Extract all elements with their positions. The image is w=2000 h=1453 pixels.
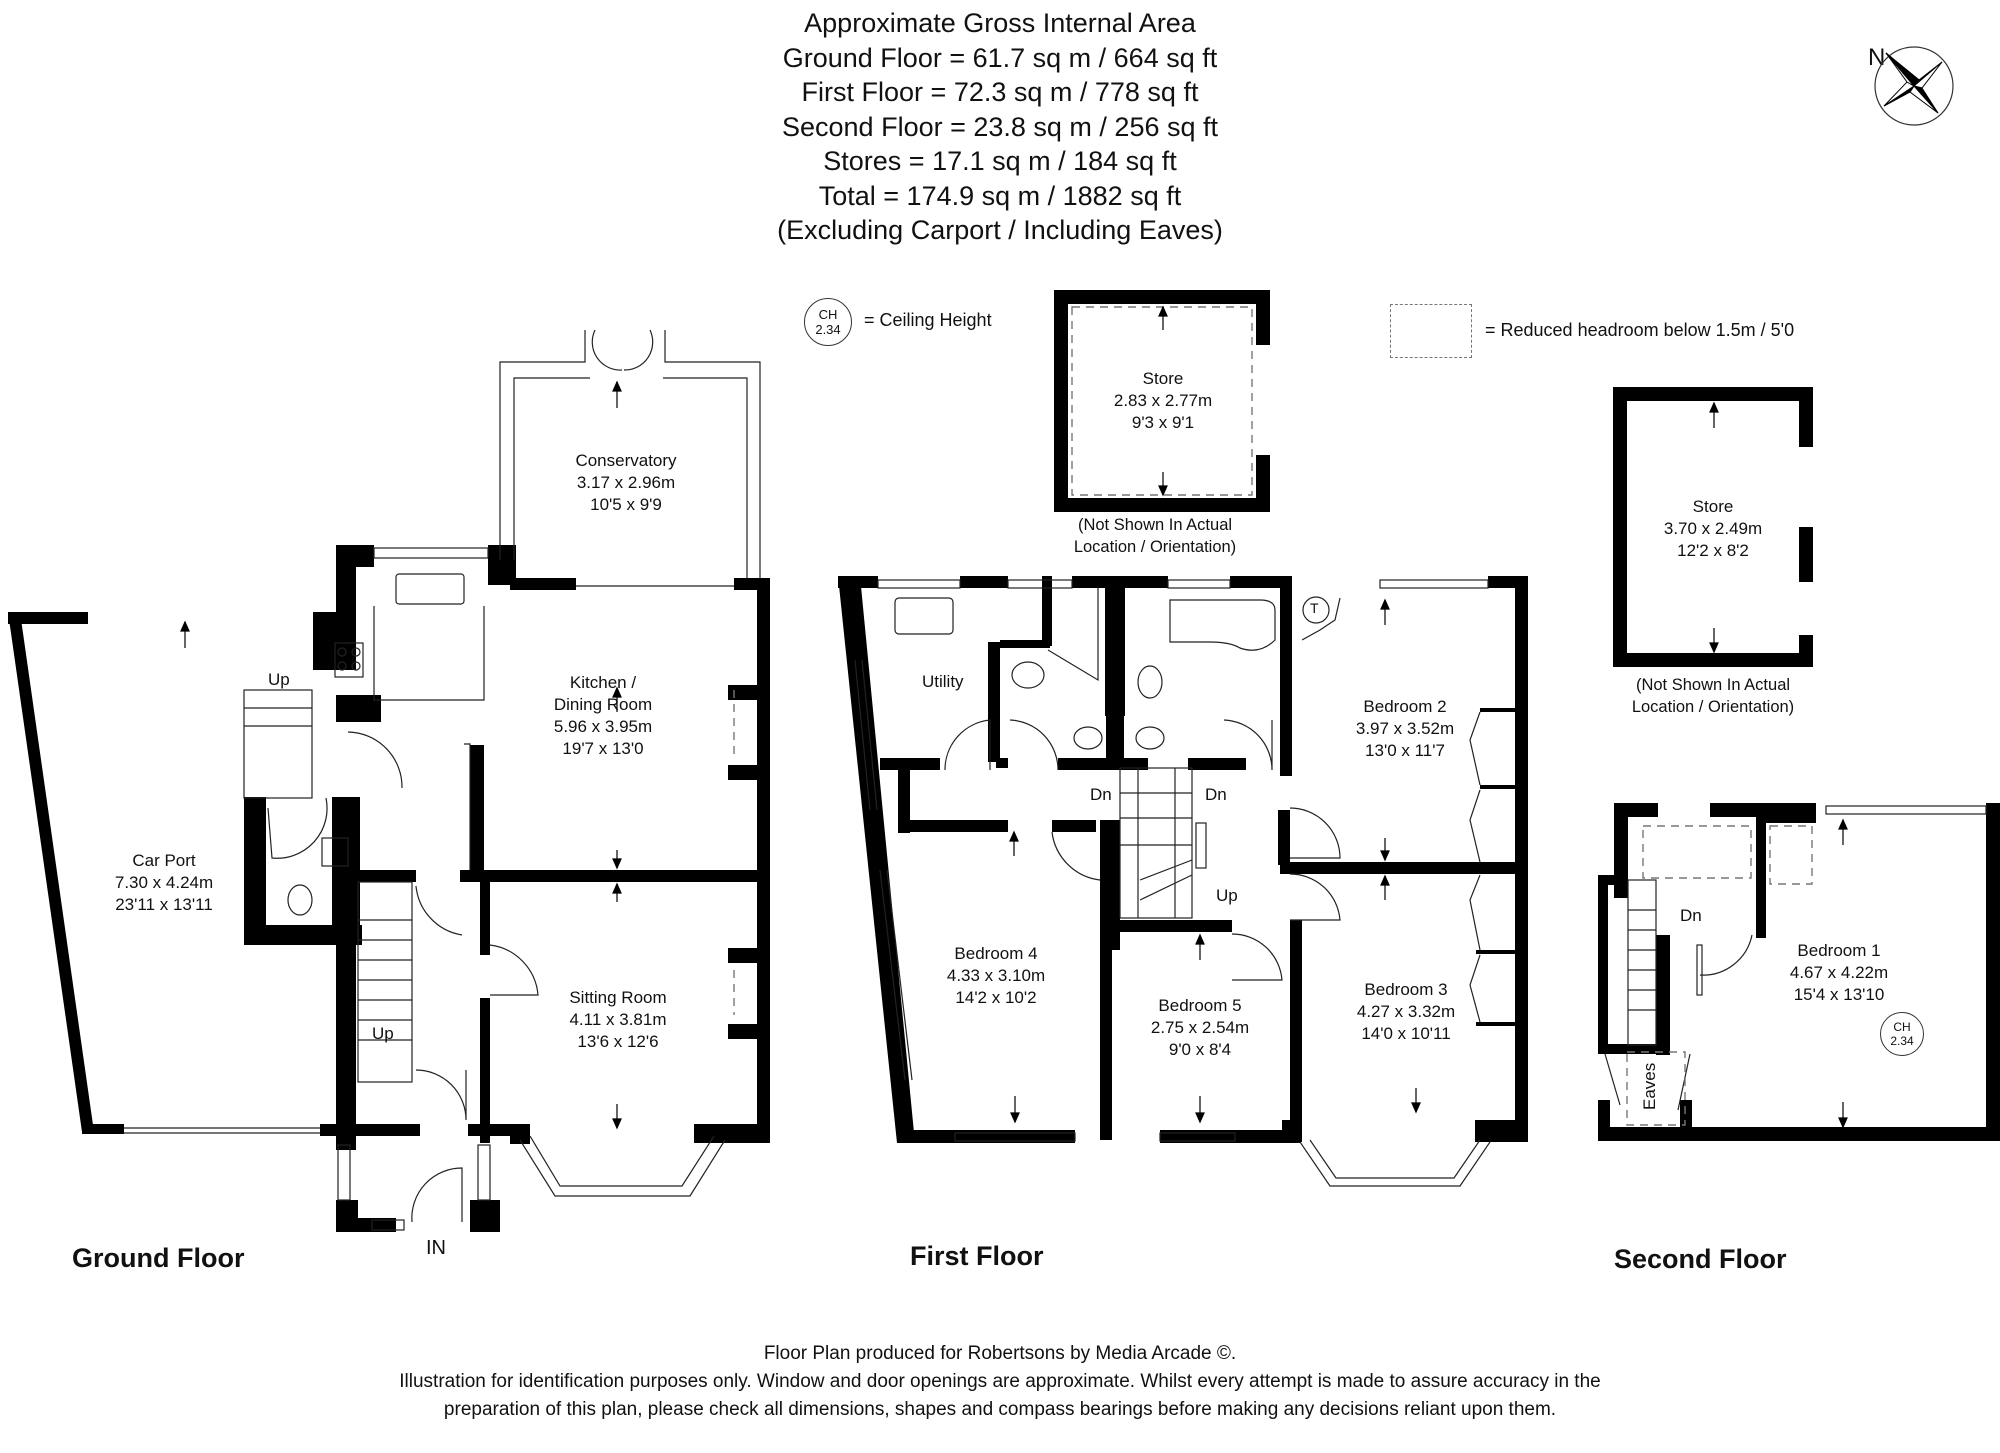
store-2-note: (Not Shown In Actual Location / Orientat… <box>1632 674 1794 718</box>
room-bedroom-1: Bedroom 1 4.67 x 4.22m 15'4 x 13'10 <box>1790 940 1888 1006</box>
room-sitting-room: Sitting Room 4.11 x 3.81m 13'6 x 12'6 <box>569 987 666 1053</box>
room-imperial: 23'11 x 13'11 <box>115 895 213 914</box>
room-bedroom-4: Bedroom 4 4.33 x 3.10m 14'2 x 10'2 <box>947 943 1045 1009</box>
room-name: Kitchen / <box>569 673 637 692</box>
room-conservatory: Conservatory 3.17 x 2.96m 10'5 x 9'9 <box>575 450 676 516</box>
room-name: Bedroom 5 <box>1158 996 1242 1015</box>
room-metric: 5.96 x 3.95m <box>553 717 653 736</box>
badge-top: CH <box>1893 1020 1911 1034</box>
area-title: Approximate Gross Internal Area <box>804 8 1196 38</box>
note-line: (Not Shown In Actual <box>1635 676 1791 694</box>
store-1-note: (Not Shown In Actual Location / Orientat… <box>1074 514 1236 558</box>
room-bedroom-2: Bedroom 2 3.97 x 3.52m 13'0 x 11'7 <box>1356 696 1454 762</box>
room-imperial: 9'3 x 9'1 <box>1131 413 1195 432</box>
area-summary: Approximate Gross Internal Area Ground F… <box>0 6 2000 248</box>
down-label-2: Dn <box>1205 785 1227 804</box>
room-imperial: 13'6 x 12'6 <box>577 1032 659 1051</box>
badge-top: CH <box>818 307 838 322</box>
entrance-label: IN <box>426 1237 446 1259</box>
room-metric: 2.75 x 2.54m <box>1150 1018 1250 1037</box>
room-metric: 3.17 x 2.96m <box>576 473 676 492</box>
room-name: Bedroom 1 <box>1797 941 1881 960</box>
ground-floor-area: Ground Floor = 61.7 sq m / 664 sq ft <box>782 42 1218 73</box>
store-1-label: Store 2.83 x 2.77m 9'3 x 9'1 <box>1114 368 1212 434</box>
room-kitchen-dining: Kitchen / Dining Room 5.96 x 3.95m 19'7 … <box>554 672 652 760</box>
room-name: Car Port <box>132 851 196 870</box>
up-label-first: Up <box>1216 886 1238 905</box>
room-imperial: 14'0 x 10'11 <box>1361 1024 1451 1043</box>
room-metric: 3.70 x 2.49m <box>1663 519 1763 538</box>
room-imperial: 12'2 x 8'2 <box>1677 541 1749 560</box>
first-floor-area: First Floor = 72.3 sq m / 778 sq ft <box>801 77 1199 107</box>
down-label-second: Dn <box>1680 906 1702 925</box>
disclaimer-line: Illustration for identification purposes… <box>399 1371 1601 1392</box>
room-imperial: 14'2 x 10'2 <box>955 988 1037 1007</box>
room-utility: Utility <box>922 672 964 691</box>
store-2-label: Store 3.70 x 2.49m 12'2 x 8'2 <box>1664 496 1762 562</box>
note-line: Location / Orientation) <box>1073 538 1237 556</box>
room-name: Store <box>1692 497 1734 516</box>
credit-line: Floor Plan produced for Robertsons by Me… <box>763 1343 1237 1364</box>
stores-area: Stores = 17.1 sq m / 184 sq ft <box>823 146 1177 176</box>
area-note: (Excluding Carport / Including Eaves) <box>777 215 1223 245</box>
up-label-stairs: Up <box>372 1024 394 1043</box>
room-metric: 3.97 x 3.52m <box>1355 719 1455 738</box>
ceiling-height-legend-badge: CH 2.34 <box>804 298 852 346</box>
ground-floor-title: Ground Floor <box>72 1243 245 1273</box>
room-imperial: 15'4 x 13'10 <box>1793 985 1885 1004</box>
badge-bottom: 2.34 <box>815 322 841 337</box>
room-metric: 2.83 x 2.77m <box>1113 391 1213 410</box>
second-floor-area: Second Floor = 23.8 sq m / 256 sq ft <box>782 111 1218 142</box>
room-bedroom-3: Bedroom 3 4.27 x 3.32m 14'0 x 10'11 <box>1357 979 1455 1045</box>
room-name: Bedroom 3 <box>1364 980 1448 999</box>
room-metric: 4.27 x 3.32m <box>1356 1002 1456 1021</box>
total-area: Total = 174.9 sq m / 1882 sq ft <box>818 180 1182 211</box>
disclaimer-line: preparation of this plan, please check a… <box>443 1399 1557 1420</box>
disclaimer: Floor Plan produced for Robertsons by Me… <box>0 1340 2000 1424</box>
room-imperial: 10'5 x 9'9 <box>590 495 662 514</box>
compass-rose-icon <box>1874 46 1954 126</box>
first-floor-title: First Floor <box>910 1241 1044 1271</box>
room-name: Bedroom 2 <box>1363 697 1447 716</box>
room-imperial: 9'0 x 8'4 <box>1168 1040 1232 1059</box>
reduced-headroom-legend-swatch <box>1390 304 1472 358</box>
room-imperial: 13'0 x 11'7 <box>1365 741 1445 760</box>
room-metric: 4.67 x 4.22m <box>1789 963 1889 982</box>
tank-label: T <box>1310 600 1319 616</box>
room-name-line2: Dining Room <box>553 695 653 714</box>
up-label-outside: Up <box>268 670 290 689</box>
room-name: Bedroom 4 <box>954 944 1038 963</box>
room-bedroom-5: Bedroom 5 2.75 x 2.54m 9'0 x 8'4 <box>1151 995 1249 1061</box>
note-line: (Not Shown In Actual <box>1077 516 1233 534</box>
room-name: Conservatory <box>575 451 677 470</box>
room-name: Sitting Room <box>569 988 667 1007</box>
down-label-1: Dn <box>1090 785 1112 804</box>
room-imperial: 19'7 x 13'0 <box>562 739 644 758</box>
ceiling-height-badge: CH 2.34 <box>1880 1012 1924 1056</box>
eaves-label: Eaves <box>1640 1062 1659 1110</box>
reduced-headroom-legend-text: = Reduced headroom below 1.5m / 5'0 <box>1485 320 1795 340</box>
second-floor-title: Second Floor <box>1614 1244 1787 1274</box>
note-line: Location / Orientation) <box>1631 698 1795 716</box>
badge-bottom: 2.34 <box>1890 1034 1914 1048</box>
room-metric: 4.11 x 3.81m <box>569 1010 667 1029</box>
room-name: Store <box>1142 369 1184 388</box>
ceiling-height-legend-text: = Ceiling Height <box>864 310 992 330</box>
room-metric: 4.33 x 3.10m <box>946 966 1046 985</box>
room-metric: 7.30 x 4.24m <box>114 873 214 892</box>
room-car-port: Car Port 7.30 x 4.24m 23'11 x 13'11 <box>115 850 213 916</box>
